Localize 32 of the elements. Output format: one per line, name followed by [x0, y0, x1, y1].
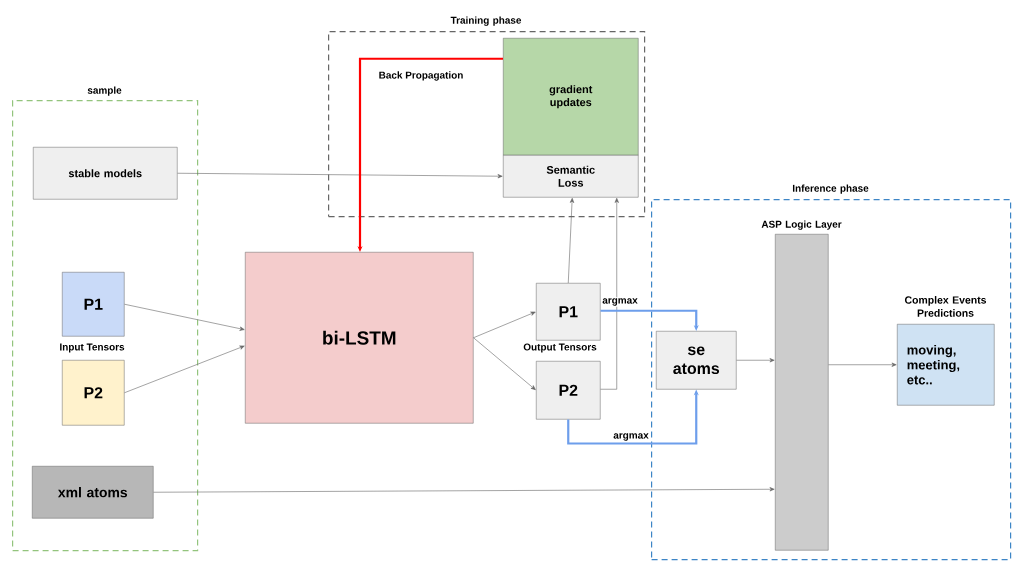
tensor-box: P1: [62, 272, 125, 337]
heading: sample: [87, 86, 122, 96]
arrow: [177, 172, 503, 179]
arrow: [473, 311, 536, 339]
arrow: [124, 345, 245, 394]
arrow: [473, 337, 536, 391]
process-box: stable models: [33, 147, 178, 200]
edge-label: argmax: [612, 432, 650, 442]
arrow: [567, 197, 575, 284]
network-box: bi-LSTM: [245, 252, 474, 424]
arrow: [124, 303, 245, 331]
arrow: [600, 309, 699, 331]
arrow: [736, 358, 775, 363]
arrow: [600, 197, 619, 390]
edge-label: argmax: [601, 297, 639, 307]
heading: Complex Events Predictions: [904, 296, 987, 317]
output-box: moving, meeting, etc..: [897, 324, 995, 406]
edge-label: Back Propagation: [377, 70, 465, 82]
process-box: gradient updates: [503, 38, 639, 156]
tensor-box: P1: [536, 283, 601, 341]
arrow: [828, 362, 897, 367]
heading: ASP Logic Layer: [761, 220, 842, 230]
process-box: xml atoms: [32, 466, 154, 519]
process-box: se atoms: [656, 331, 737, 390]
annotation-text: Output Tensors: [523, 343, 597, 353]
process-box: Semantic Loss: [503, 155, 639, 198]
heading: Inference phase: [792, 184, 869, 194]
annotation-text: Input Tensors: [60, 343, 125, 353]
tensor-box: P2: [536, 361, 601, 420]
heading: Training phase: [450, 16, 522, 26]
arrow: [153, 487, 775, 493]
tensor-box: P2: [62, 360, 125, 426]
